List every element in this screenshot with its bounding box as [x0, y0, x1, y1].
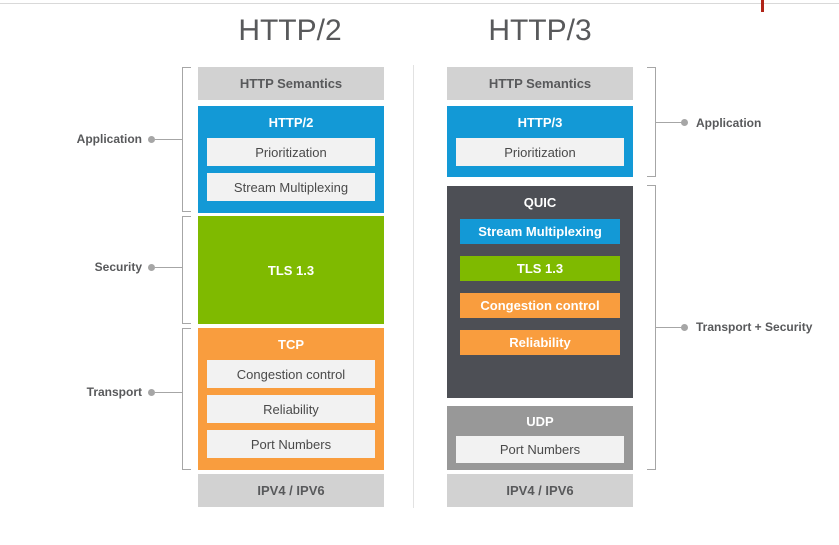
- leader-left-security: [155, 267, 182, 268]
- page-title-http2: HTTP/2: [238, 14, 342, 47]
- http2-network-block: IPV4 / IPV6: [198, 474, 384, 507]
- side-label-left-application: Application: [76, 132, 142, 146]
- http3-transport-block: UDP Port Numbers: [447, 406, 633, 470]
- column-divider: [413, 65, 414, 508]
- http3-quic-feature-stream-multiplexing: Stream Multiplexing: [460, 219, 620, 244]
- http3-transport-label: UDP: [526, 414, 554, 429]
- http2-feature-prioritization: Prioritization: [207, 138, 375, 166]
- bracket-right-transport-security: [647, 185, 656, 470]
- http3-protocol-block: HTTP/3 Prioritization: [447, 106, 633, 177]
- http3-network-block: IPV4 / IPV6: [447, 474, 633, 507]
- leader-right-application: [656, 122, 683, 123]
- leader-right-transport-security: [656, 327, 683, 328]
- http3-quic-feature-tls: TLS 1.3: [460, 256, 620, 281]
- http3-quic-feature-reliability: Reliability: [460, 330, 620, 355]
- red-tick-marker: [761, 0, 764, 12]
- side-label-left-transport: Transport: [86, 385, 142, 399]
- http3-quic-feature-congestion-control: Congestion control: [460, 293, 620, 318]
- http3-network-label: IPV4 / IPV6: [506, 483, 574, 498]
- side-label-right-application: Application: [696, 116, 762, 130]
- bracket-left-security: [182, 216, 191, 324]
- http3-protocol-label: HTTP/3: [517, 115, 563, 130]
- leader-left-application: [155, 139, 182, 140]
- dot-left-security: [148, 264, 155, 271]
- http2-http-semantics-label: HTTP Semantics: [239, 76, 343, 91]
- http3-http-semantics-block: HTTP Semantics: [447, 67, 633, 100]
- http2-transport-block: TCP Congestion control Reliability Port …: [198, 328, 384, 470]
- http2-tls-block: TLS 1.3: [198, 216, 384, 324]
- http2-feature-congestion-control: Congestion control: [207, 360, 375, 388]
- dot-left-transport: [148, 389, 155, 396]
- side-label-left-security: Security: [94, 260, 142, 274]
- http2-tls-label: TLS 1.3: [267, 262, 315, 278]
- http2-http-semantics-block: HTTP Semantics: [198, 67, 384, 100]
- leader-left-transport: [155, 392, 182, 393]
- http3-feature-port-numbers: Port Numbers: [456, 436, 624, 463]
- bracket-left-transport: [182, 328, 191, 470]
- side-label-right-transport-security: Transport + Security: [696, 320, 813, 334]
- http2-feature-port-numbers: Port Numbers: [207, 430, 375, 458]
- page-title-http3: HTTP/3: [488, 14, 592, 47]
- http2-network-label: IPV4 / IPV6: [257, 483, 325, 498]
- dot-right-application: [681, 119, 688, 126]
- bracket-left-application: [182, 67, 191, 212]
- http3-quic-label: QUIC: [523, 195, 557, 210]
- http3-http-semantics-label: HTTP Semantics: [488, 76, 592, 91]
- http3-quic-block: QUIC Stream Multiplexing TLS 1.3 Congest…: [447, 186, 633, 398]
- http2-feature-reliability: Reliability: [207, 395, 375, 423]
- http2-protocol-label: HTTP/2: [268, 115, 314, 130]
- bracket-right-application: [647, 67, 656, 177]
- http2-feature-stream-multiplexing: Stream Multiplexing: [207, 173, 375, 201]
- dot-left-application: [148, 136, 155, 143]
- http3-feature-prioritization: Prioritization: [456, 138, 624, 166]
- dot-right-transport-security: [681, 324, 688, 331]
- top-rule: [0, 3, 839, 4]
- http2-protocol-block: HTTP/2 Prioritization Stream Multiplexin…: [198, 106, 384, 213]
- http2-transport-label: TCP: [278, 337, 304, 352]
